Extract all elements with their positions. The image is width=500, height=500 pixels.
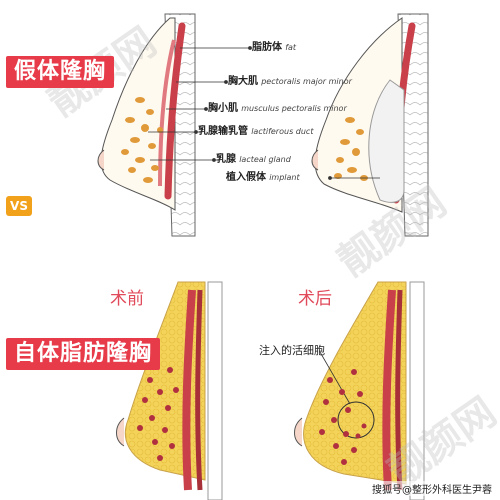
label-implant-cn: 植入假体 [226,172,266,183]
vs-badge: VS [6,196,32,216]
before-label: 术前 [110,289,144,309]
label-injected-cells: 注入的活细胞 [259,344,325,357]
implant-before-figure [97,13,196,237]
label-major: 胸大肌 pectoralis major minor [228,76,352,88]
implant-title: 假体隆胸 [6,56,115,88]
leader-lines [148,46,380,180]
label-implant: 植入假体 implant [226,172,300,184]
label-minor-cn: 胸小肌 [208,103,238,114]
label-major-cn: 胸大肌 [228,76,258,87]
source-credit: 搜狐号@整形外科医生尹蓉 [370,481,494,496]
label-duct: 乳腺输乳管 lactiferous duct [198,126,313,138]
label-implant-en: implant [269,173,300,182]
fat-before-figure [116,281,223,500]
after-label: 术后 [298,289,332,309]
label-duct-cn: 乳腺输乳管 [198,126,248,137]
label-major-en: pectoralis major minor [261,77,352,86]
label-gland: 乳腺 lacteal gland [216,154,291,166]
fat-graft-title: 自体脂肪隆胸 [6,338,161,370]
lobules-right [319,369,367,465]
label-fat: 脂肪体 fat [252,42,296,54]
label-fat-cn: 脂肪体 [252,42,282,53]
cells-highlight-circle [337,401,375,439]
fat-after-figure [294,281,425,500]
lobules-left [137,367,179,461]
label-gland-en: lacteal gland [239,155,291,164]
label-minor-en: musculus pectoralis minor [241,104,347,113]
implant-after-figure [311,13,429,237]
label-fat-en: fat [285,43,297,52]
gland-blobs-right [334,117,368,181]
implant-shape [368,79,405,203]
label-gland-cn: 乳腺 [216,154,236,165]
label-duct-en: lactiferous duct [251,127,314,136]
label-minor: 胸小肌 musculus pectoralis minor [208,103,347,115]
gland-blobs-left [121,97,163,183]
